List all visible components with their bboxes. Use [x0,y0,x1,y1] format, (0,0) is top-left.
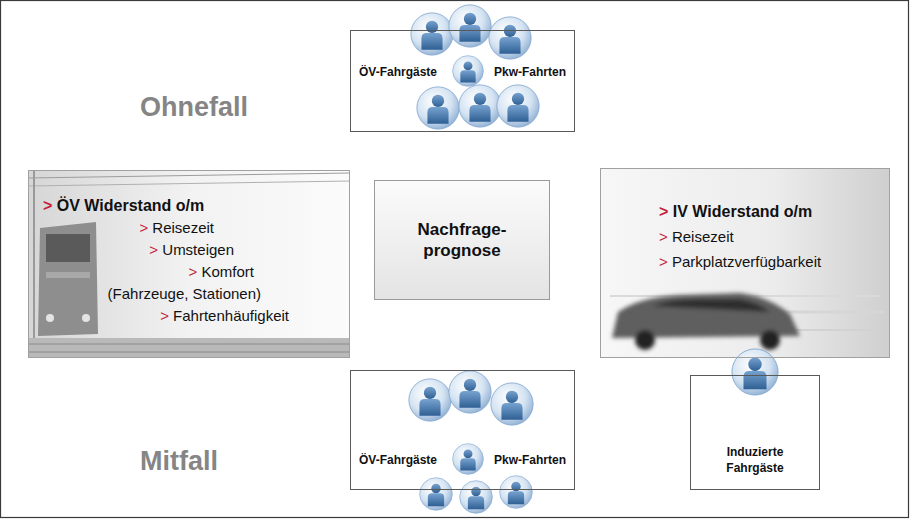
case-label: Ohnefall [140,92,248,123]
passenger-box: ÖV-Fahrgäste Pkw-Fahrten [350,30,575,132]
case-label: Mitfall [140,446,218,477]
resistance-factor: > Reisezeit [139,217,214,239]
resistance-factor: > Parkplatzverfügbarkeit [659,249,821,274]
resistance-factor: > Komfort [189,261,254,283]
box-text: ÖV-Fahrgäste [359,65,437,80]
box-text: Pkw-Fahrten [494,65,566,80]
train-picture [28,170,350,358]
car-picture [600,168,890,358]
box-text: Induzierte Fahrgäste [710,444,800,476]
pt-resistance-panel: > ÖV Widerstand o/m> Reisezeit> Umsteige… [28,170,350,358]
passenger-box: ÖV-Fahrgäste Pkw-Fahrten [350,370,575,490]
resistance-factor: (Fahrzeuge, Stationen) [108,283,261,305]
resistance-factor: > Umsteigen [149,239,234,261]
box-text: Nachfrage- prognose [402,219,522,261]
box-text: Pkw-Fahrten [494,453,566,468]
resistance-factor: > ÖV Widerstand o/m [43,195,204,217]
induced-passenger-box: Induzierte Fahrgäste [690,375,820,490]
resistance-factor: > IV Widerstand o/m [659,199,812,224]
resistance-factor: > Fahrtenhäufigkeit [160,305,289,327]
resistance-factor: > Reisezeit [659,224,734,249]
car-resistance-panel: > IV Widerstand o/m> Reisezeit> Parkplat… [600,168,890,358]
box-text: ÖV-Fahrgäste [359,453,437,468]
forecast-box: Nachfrage- prognose [374,180,550,300]
